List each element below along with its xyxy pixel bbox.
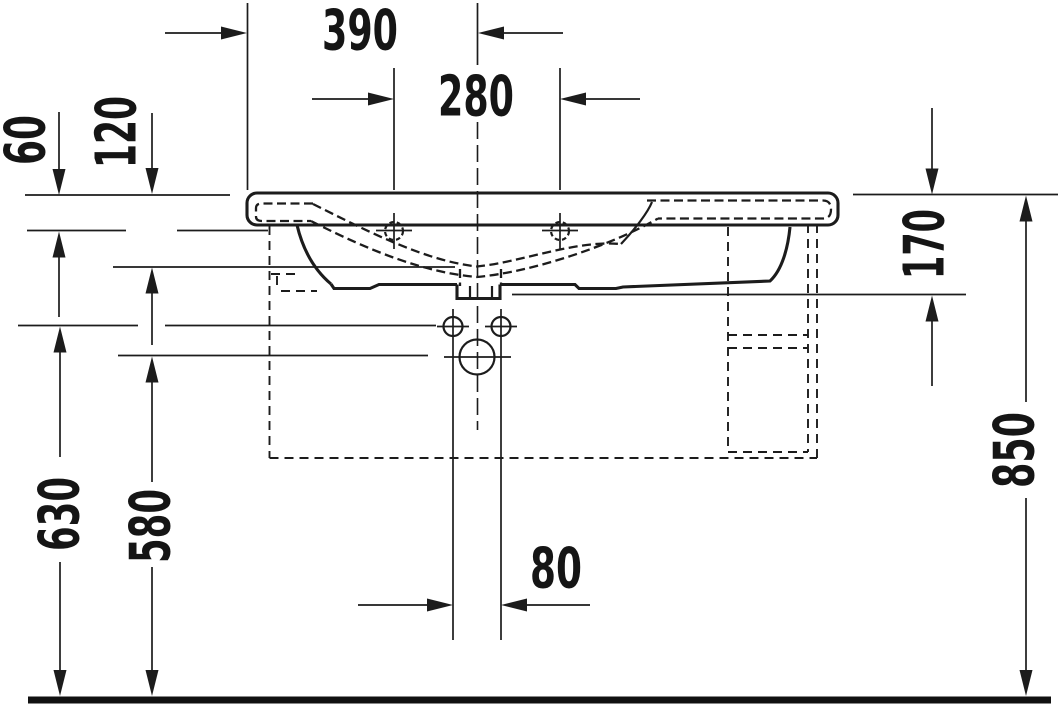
bowl-lower-curve xyxy=(310,217,659,279)
dim-850-label: 850 xyxy=(983,412,1048,488)
mounting-holes xyxy=(437,315,517,376)
furniture-hidden-outline xyxy=(268,224,818,463)
dimension-170: 170 xyxy=(893,108,958,386)
dimension-630: 630 xyxy=(28,326,93,696)
arrow-580-bottom xyxy=(145,670,159,696)
body-bottom-left xyxy=(329,282,457,291)
arrow-120-bottom xyxy=(145,267,159,294)
dim-280-label: 280 xyxy=(438,65,514,130)
arrow-630-top xyxy=(53,326,67,353)
arrow-120-top xyxy=(145,168,159,194)
arrow-80-right xyxy=(501,598,527,612)
arrow-80-left xyxy=(427,598,453,612)
dim-170-label: 170 xyxy=(893,209,958,279)
dim-580-label: 580 xyxy=(119,489,184,563)
rim-inner-left-box xyxy=(254,202,313,223)
arrow-280-left xyxy=(368,92,394,106)
dim-630-label: 630 xyxy=(28,477,93,551)
dimension-280: 280 xyxy=(312,65,640,130)
bowl-upper-curve xyxy=(312,202,621,268)
arrow-60-top xyxy=(52,169,66,195)
arrow-630-bottom xyxy=(53,670,67,696)
dimension-80: 80 xyxy=(358,537,590,612)
basin-body xyxy=(295,224,792,301)
arrow-170-bottom xyxy=(925,295,939,322)
dim-390-label: 390 xyxy=(322,0,398,64)
arrow-390-right xyxy=(478,26,504,40)
body-bottom-right-and-wall xyxy=(500,226,792,291)
bowl-right-edge-visible xyxy=(620,201,654,245)
dimension-850: 850 xyxy=(983,195,1048,696)
arrow-850-top xyxy=(1019,195,1033,222)
dimension-120: 120 xyxy=(85,96,159,345)
basin-rim xyxy=(245,191,840,227)
dim-80-label: 80 xyxy=(530,537,582,602)
dimension-60: 60 xyxy=(0,112,66,317)
arrow-580-top xyxy=(145,356,159,383)
dimension-580: 580 xyxy=(119,356,184,696)
bowl-hidden-lines xyxy=(254,199,833,286)
dim-120-label: 120 xyxy=(85,96,150,168)
arrow-390-left xyxy=(221,26,247,40)
drain-fitting xyxy=(455,284,502,301)
arrow-60-bottom xyxy=(52,231,66,258)
rim-inner-right-deck xyxy=(647,199,833,220)
arrow-850-bottom xyxy=(1019,670,1033,696)
arrow-280-right xyxy=(560,92,586,106)
arrow-170-top xyxy=(925,168,939,195)
dim-60-label: 60 xyxy=(0,115,59,165)
body-left-wall xyxy=(295,224,332,286)
rim-outline xyxy=(245,191,840,227)
dimension-390: 390 xyxy=(165,0,563,64)
reference-lines xyxy=(18,193,1058,357)
tap-holes xyxy=(376,220,578,242)
